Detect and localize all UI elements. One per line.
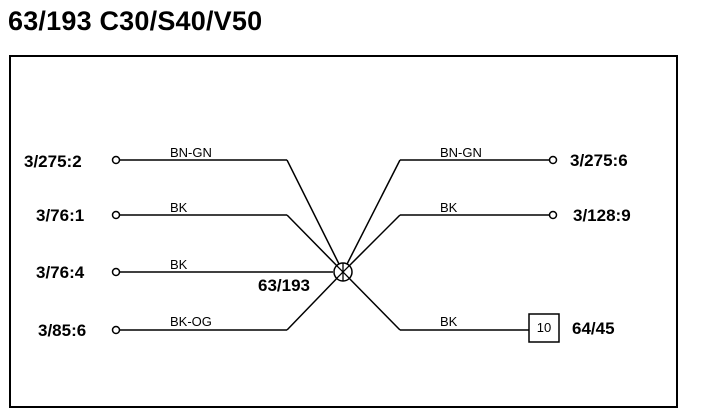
terminal-pin-icon	[111, 210, 121, 220]
connector-box-label: 10	[537, 320, 551, 335]
right-terminal-label: 64/45	[572, 319, 615, 338]
terminal-pin-icon	[111, 155, 121, 165]
left-connection-3: 3/76:4 BK	[36, 257, 333, 282]
diagram-title: 63/193 C30/S40/V50	[8, 6, 263, 36]
right-connection-2: BK 3/128:9	[342, 200, 631, 273]
terminal-pin-icon	[111, 325, 121, 335]
splice-point: 63/193	[258, 262, 353, 295]
left-terminal-label: 3/76:1	[36, 206, 84, 225]
wire-color-label: BK	[440, 314, 458, 329]
left-terminal-label: 3/85:6	[38, 321, 86, 340]
left-terminal-label: 3/275:2	[24, 152, 82, 171]
wire-line	[286, 214, 344, 273]
terminal-pin-icon	[111, 267, 121, 277]
right-terminal-label: 3/128:9	[573, 206, 631, 225]
splice-label: 63/193	[258, 276, 310, 295]
wire-color-label: BK	[170, 257, 188, 272]
terminal-pin-icon	[548, 155, 558, 165]
wire-color-label: BN-GN	[170, 145, 212, 160]
left-connection-2: 3/76:1 BK	[36, 200, 344, 273]
connector-box	[528, 313, 560, 343]
wire-line	[342, 271, 401, 331]
wire-color-label: BN-GN	[440, 145, 482, 160]
terminal-pin-icon	[548, 210, 558, 220]
left-terminal-label: 3/76:4	[36, 263, 85, 282]
left-connection-4: 3/85:6 BK-OG	[38, 271, 344, 340]
wire-line	[286, 271, 344, 331]
diagram-frame	[9, 55, 678, 408]
wire-line	[342, 159, 401, 273]
wire-line	[342, 214, 401, 273]
right-terminal-label: 3/275:6	[570, 151, 628, 170]
wire-color-label: BK-OG	[170, 314, 212, 329]
left-connection-1: 3/275:2 BN-GN	[24, 145, 344, 273]
wire-color-label: BK	[440, 200, 458, 215]
wire-line	[286, 159, 344, 273]
wire-color-label: BK	[170, 200, 188, 215]
right-connection-1: BN-GN 3/275:6	[342, 145, 628, 273]
right-connection-3: 10 BK 64/45	[342, 271, 615, 343]
